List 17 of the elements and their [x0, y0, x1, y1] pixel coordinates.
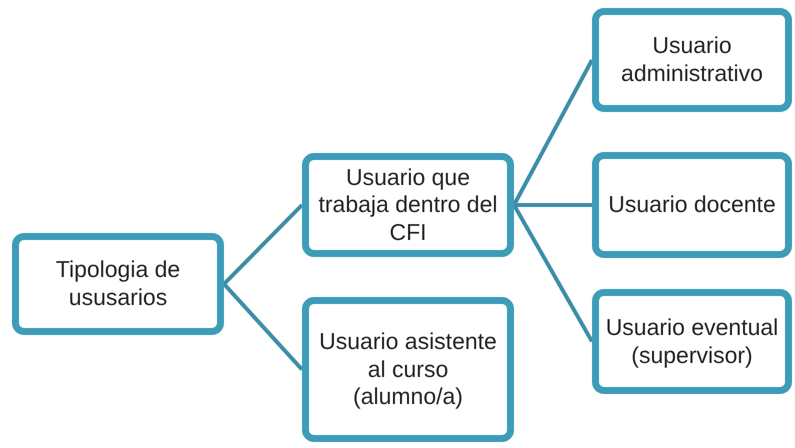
box-label: Usuario administrativo	[620, 32, 764, 88]
box-label: Tipologia de ususarios	[54, 256, 182, 312]
category-box	[592, 152, 792, 258]
box-label: Usuario docente	[608, 191, 776, 219]
connector-line	[514, 203, 592, 207]
connector-line	[512, 204, 594, 342]
connector-line	[222, 204, 304, 286]
connector-line	[222, 282, 304, 371]
category-box	[302, 297, 514, 442]
category-box	[12, 233, 224, 335]
box-label: Usuario asistente al curso (alumno/a)	[318, 328, 498, 411]
category-box	[592, 8, 792, 112]
box-label: Usuario eventual (supervisor)	[604, 314, 780, 370]
connector-line	[512, 59, 594, 206]
category-box	[302, 153, 514, 257]
category-box	[592, 289, 792, 394]
box-label: Usuario que trabaja dentro del CFI	[317, 164, 498, 246]
